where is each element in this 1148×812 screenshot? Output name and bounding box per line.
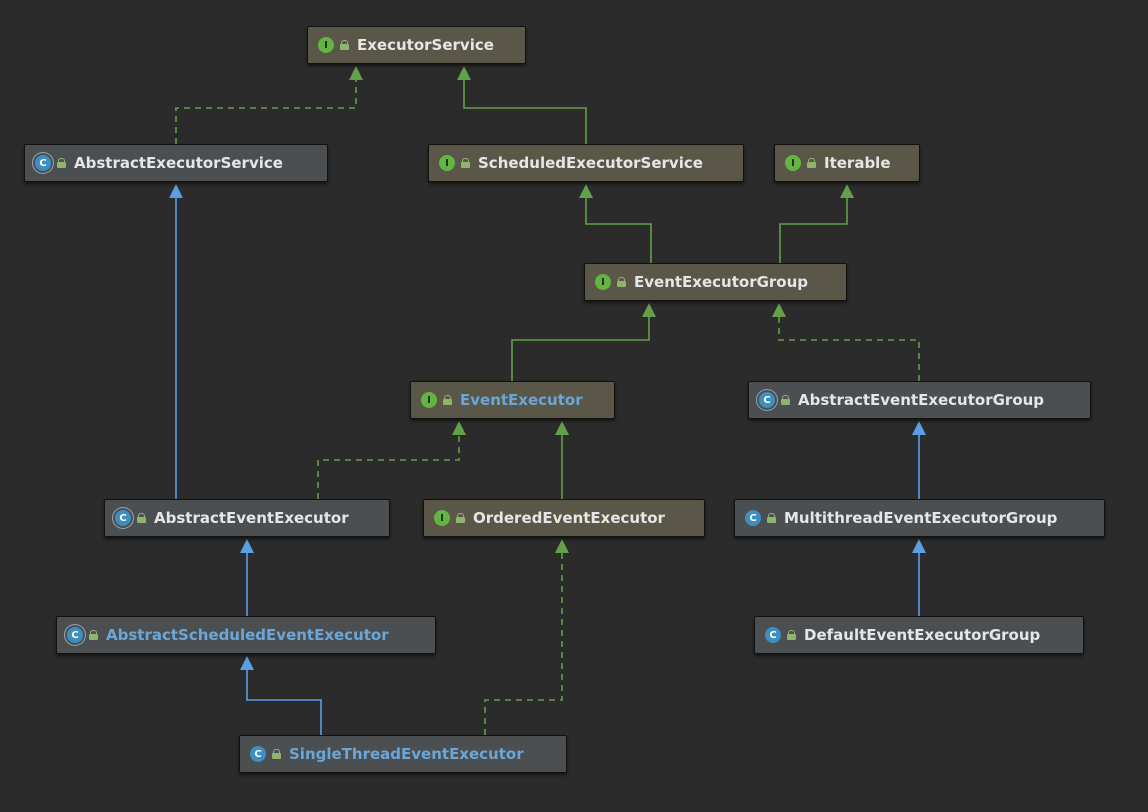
- interface-icon: I: [318, 37, 334, 53]
- node-label: SingleThreadEventExecutor: [289, 745, 524, 763]
- node-single-thread-event-executor[interactable]: C SingleThreadEventExecutor: [239, 735, 567, 773]
- node-label: ScheduledExecutorService: [478, 154, 703, 172]
- interface-icon: I: [421, 392, 437, 408]
- edge-arrowhead: [457, 66, 471, 80]
- node-default-event-executor-group[interactable]: C DefaultEventExecutorGroup: [754, 616, 1084, 654]
- edge-scheduled-executor-service-to-executor-service: [457, 66, 587, 144]
- edge-multithread-event-executor-group-to-abstract-event-executor-group: [912, 421, 926, 499]
- edge-arrowhead: [169, 184, 183, 198]
- lock-icon: [461, 158, 470, 168]
- edge-arrowhead: [772, 303, 786, 317]
- edge-arrowhead: [642, 303, 656, 317]
- lock-icon: [272, 749, 281, 759]
- interface-icon: I: [434, 510, 450, 526]
- edge-abstract-event-executor-to-abstract-executor-service: [169, 184, 183, 499]
- node-iterable[interactable]: I Iterable: [774, 144, 920, 182]
- edge-abstract-scheduled-event-executor-to-abstract-event-executor: [240, 539, 254, 616]
- lock-icon: [137, 513, 146, 523]
- class-icon: C: [745, 510, 761, 526]
- class-icon: C: [765, 627, 781, 643]
- node-abstract-event-executor-group[interactable]: C AbstractEventExecutorGroup: [748, 381, 1091, 419]
- edge-arrowhead: [912, 421, 926, 435]
- edge-line: [175, 79, 357, 144]
- lock-icon: [456, 513, 465, 523]
- edge-abstract-event-executor-to-event-executor: [317, 421, 466, 499]
- edge-line: [778, 316, 920, 381]
- edge-abstract-executor-service-to-executor-service: [175, 66, 363, 144]
- edge-arrowhead: [240, 656, 254, 670]
- edge-arrowhead: [349, 66, 363, 80]
- edge-arrowhead: [240, 539, 254, 553]
- class-icon: C: [250, 746, 266, 762]
- edge-arrowhead: [912, 539, 926, 553]
- edge-line: [511, 316, 650, 381]
- edge-line: [779, 197, 848, 263]
- node-label: AbstractExecutorService: [74, 154, 283, 172]
- lock-icon: [340, 40, 349, 50]
- edge-event-executor-group-to-scheduled-executor-service: [579, 184, 652, 263]
- node-label: DefaultEventExecutorGroup: [804, 626, 1041, 644]
- node-label: ExecutorService: [357, 36, 494, 54]
- interface-icon: I: [595, 274, 611, 290]
- node-ordered-event-executor[interactable]: I OrderedEventExecutor: [423, 499, 705, 537]
- node-label: AbstractEventExecutor: [154, 509, 349, 527]
- node-event-executor[interactable]: I EventExecutor: [410, 381, 615, 419]
- edge-event-executor-group-to-iterable: [779, 184, 854, 263]
- abstract-class-icon: C: [759, 392, 775, 408]
- edge-arrowhead: [452, 421, 466, 435]
- edge-default-event-executor-group-to-multithread-event-executor-group: [912, 539, 926, 616]
- edge-line: [317, 434, 460, 499]
- abstract-class-icon: C: [115, 510, 131, 526]
- edge-single-thread-event-executor-to-abstract-scheduled-event-executor: [240, 656, 322, 735]
- edge-ordered-event-executor-to-event-executor: [555, 421, 569, 499]
- node-label: MultithreadEventExecutorGroup: [784, 509, 1058, 527]
- node-label: EventExecutor: [460, 391, 583, 409]
- node-executor-service[interactable]: I ExecutorService: [307, 26, 526, 64]
- interface-icon: I: [439, 155, 455, 171]
- node-label: OrderedEventExecutor: [473, 509, 665, 527]
- lock-icon: [781, 395, 790, 405]
- edge-event-executor-to-event-executor-group: [511, 303, 656, 381]
- abstract-class-icon: C: [67, 627, 83, 643]
- node-label: AbstractEventExecutorGroup: [798, 391, 1045, 409]
- interface-icon: I: [785, 155, 801, 171]
- node-label: Iterable: [824, 154, 891, 172]
- lock-icon: [89, 630, 98, 640]
- lock-icon: [617, 277, 626, 287]
- edge-line: [484, 552, 563, 735]
- edge-line: [246, 669, 322, 735]
- node-abstract-event-executor[interactable]: C AbstractEventExecutor: [104, 499, 390, 537]
- lock-icon: [443, 395, 452, 405]
- edge-single-thread-event-executor-to-ordered-event-executor: [484, 539, 569, 735]
- node-scheduled-executor-service[interactable]: I ScheduledExecutorService: [428, 144, 744, 182]
- node-abstract-executor-service[interactable]: C AbstractExecutorService: [24, 144, 328, 182]
- edge-arrowhead: [840, 184, 854, 198]
- edge-arrowhead: [555, 539, 569, 553]
- node-event-executor-group[interactable]: I EventExecutorGroup: [584, 263, 847, 301]
- edge-abstract-event-executor-group-to-event-executor-group: [772, 303, 920, 381]
- lock-icon: [767, 513, 776, 523]
- node-label: EventExecutorGroup: [634, 273, 809, 291]
- node-multithread-event-executor-group[interactable]: C MultithreadEventExecutorGroup: [734, 499, 1105, 537]
- node-abstract-scheduled-event-executor[interactable]: C AbstractScheduledEventExecutor: [56, 616, 436, 654]
- edge-line: [463, 79, 587, 144]
- abstract-class-icon: C: [35, 155, 51, 171]
- lock-icon: [807, 158, 816, 168]
- edge-line: [585, 197, 652, 263]
- node-label: AbstractScheduledEventExecutor: [106, 626, 389, 644]
- edge-arrowhead: [555, 421, 569, 435]
- lock-icon: [57, 158, 66, 168]
- edge-arrowhead: [579, 184, 593, 198]
- lock-icon: [787, 630, 796, 640]
